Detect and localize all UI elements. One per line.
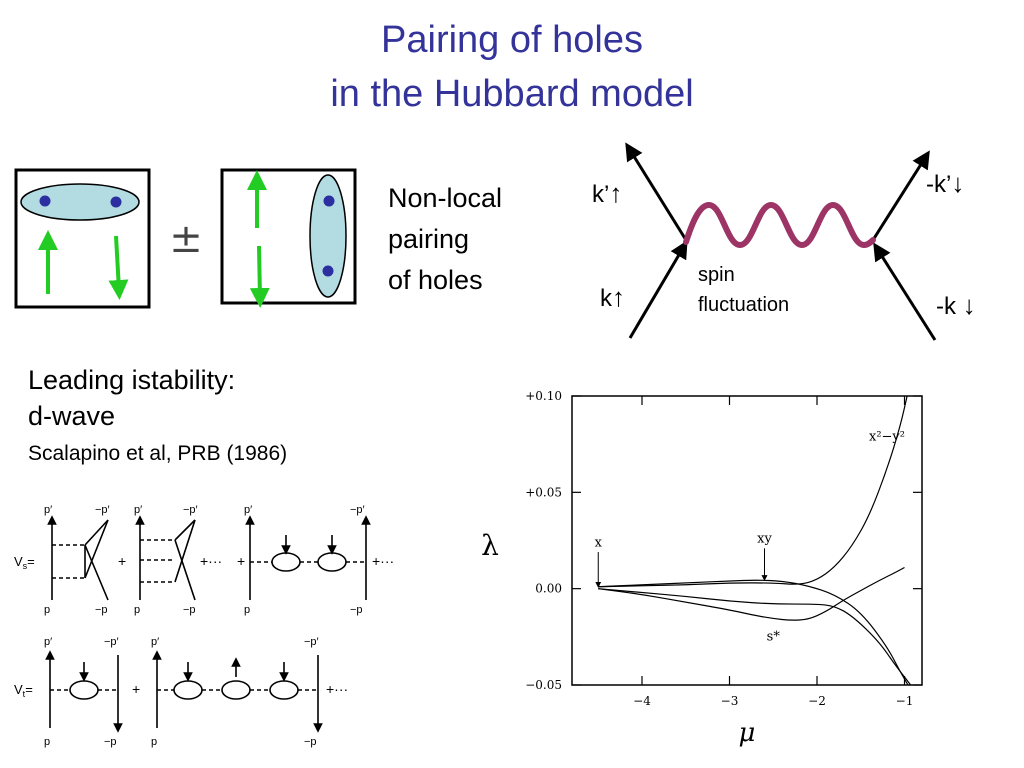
minus-p-prime-label: −p′	[350, 504, 365, 516]
p-label: p	[44, 736, 50, 748]
p-label: p	[44, 604, 50, 616]
minus-p-label: −p	[350, 604, 363, 616]
outgoing-k-prime-line	[625, 142, 688, 241]
k-up-label: k↑	[600, 282, 625, 312]
y-axis-label: λ	[481, 529, 499, 562]
x-tick-label: −3	[721, 694, 739, 708]
spin-down-arrow	[249, 245, 270, 308]
minus-p-prime-label: −p′	[304, 636, 319, 648]
spin-fluctuation-label: spin fluctuation	[698, 260, 789, 320]
minus-p-prime-label: −p′	[95, 504, 110, 516]
curve-annotation: x²−y²	[869, 429, 905, 444]
vertical-pair-box	[220, 168, 357, 308]
down-arrow-glyph: ↓	[951, 168, 965, 198]
series-line	[598, 566, 905, 621]
curve-annotation: x	[595, 535, 603, 550]
plus-ellipsis: +···	[326, 681, 348, 697]
vs-label: Vs=	[14, 554, 35, 571]
incoming-minus-k-line	[873, 242, 937, 341]
vt-label: Vt=	[14, 682, 33, 699]
minus-k-down-label: -k ↓	[936, 290, 976, 320]
x-tick-label: −2	[808, 694, 826, 708]
leading-instability-text: Leading istability: d-wave	[28, 362, 235, 434]
minus-p-prime-label: −p′	[183, 504, 198, 516]
incoming-k-line	[628, 240, 688, 339]
reference-citation: Scalapino et al, PRB (1986)	[28, 442, 288, 465]
up-arrow-glyph: ↑	[612, 282, 625, 312]
spin-down-arrow	[108, 235, 129, 300]
minus-p-label: −p	[183, 604, 196, 616]
y-tick-label: +0.05	[525, 485, 562, 499]
minus-p-label: −p	[95, 604, 108, 616]
plus-ellipsis: +···	[372, 553, 394, 569]
slide-title-line1: Pairing of holes	[381, 19, 643, 61]
plus-sign: +	[118, 553, 126, 569]
p-prime-label: p′	[134, 504, 142, 516]
leading-line2: d-wave	[28, 401, 116, 431]
plot-frame	[571, 395, 923, 686]
p-prime-label: p′	[151, 636, 159, 648]
y-tick-label: +0.10	[525, 389, 562, 403]
p-prime-label: p′	[44, 636, 52, 648]
series-line	[598, 588, 912, 685]
p-label: p	[151, 736, 157, 748]
plus-sign: +	[237, 553, 245, 569]
nonlocal-line2: pairing	[388, 224, 470, 254]
nonlocal-line1: Non-local	[388, 183, 503, 213]
y-tick-label: 0.00	[535, 582, 562, 596]
hole-pair-ellipse	[20, 183, 140, 221]
p-label: p	[244, 604, 250, 616]
spin-fluctuation-wavy-line	[683, 201, 876, 249]
nonlocal-pairing-text: Non-local pairing of holes	[388, 178, 502, 301]
spin-label-line1: spin	[698, 264, 735, 286]
nonlocal-line3: of holes	[388, 265, 483, 295]
minus-p-label: −p	[304, 736, 317, 748]
vertex-labels: Vs= p′ −p′ p −p + p′ −p′ p −p +··· + p′ …	[14, 504, 394, 748]
plus-ellipsis: +···	[200, 553, 222, 569]
curve-annotation: xy	[757, 531, 772, 546]
minus-p-label: −p	[104, 736, 117, 748]
up-arrow-glyph: ↑	[609, 178, 623, 208]
hole-dot	[323, 195, 335, 207]
horizontal-pair-box	[14, 168, 151, 309]
spin-label-line2: fluctuation	[698, 294, 790, 316]
hole-pair-ellipse	[309, 174, 347, 298]
minus-p-prime-label: −p′	[104, 636, 119, 648]
down-arrow-glyph: ↓	[962, 290, 976, 320]
slide-title-line2: in the Hubbard model	[330, 73, 694, 115]
plus-sign: +	[132, 681, 140, 697]
series-line	[598, 396, 908, 588]
hole-dot	[39, 195, 51, 207]
p-prime-label: p′	[44, 504, 52, 516]
x-tick-label: −1	[896, 694, 914, 708]
curve-annotation: s*	[767, 630, 781, 645]
minus-k-prime-down-label: -k’↓	[926, 168, 965, 198]
p-label: p	[134, 604, 140, 616]
hole-dot	[110, 196, 122, 208]
feynman-diagram	[625, 142, 937, 341]
hole-dot	[322, 265, 334, 277]
x-tick-label: −4	[633, 694, 651, 708]
p-prime-label: p′	[244, 504, 252, 516]
k-prime-up-label: k’↑	[592, 178, 623, 208]
x-axis-label: μ	[739, 718, 756, 748]
series-line	[598, 579, 909, 685]
y-tick-label: −0.05	[525, 678, 562, 692]
leading-line1: Leading istability:	[28, 365, 236, 395]
plus-minus-symbol: ±	[169, 216, 203, 262]
outgoing-minus-k-prime-line	[871, 150, 930, 241]
